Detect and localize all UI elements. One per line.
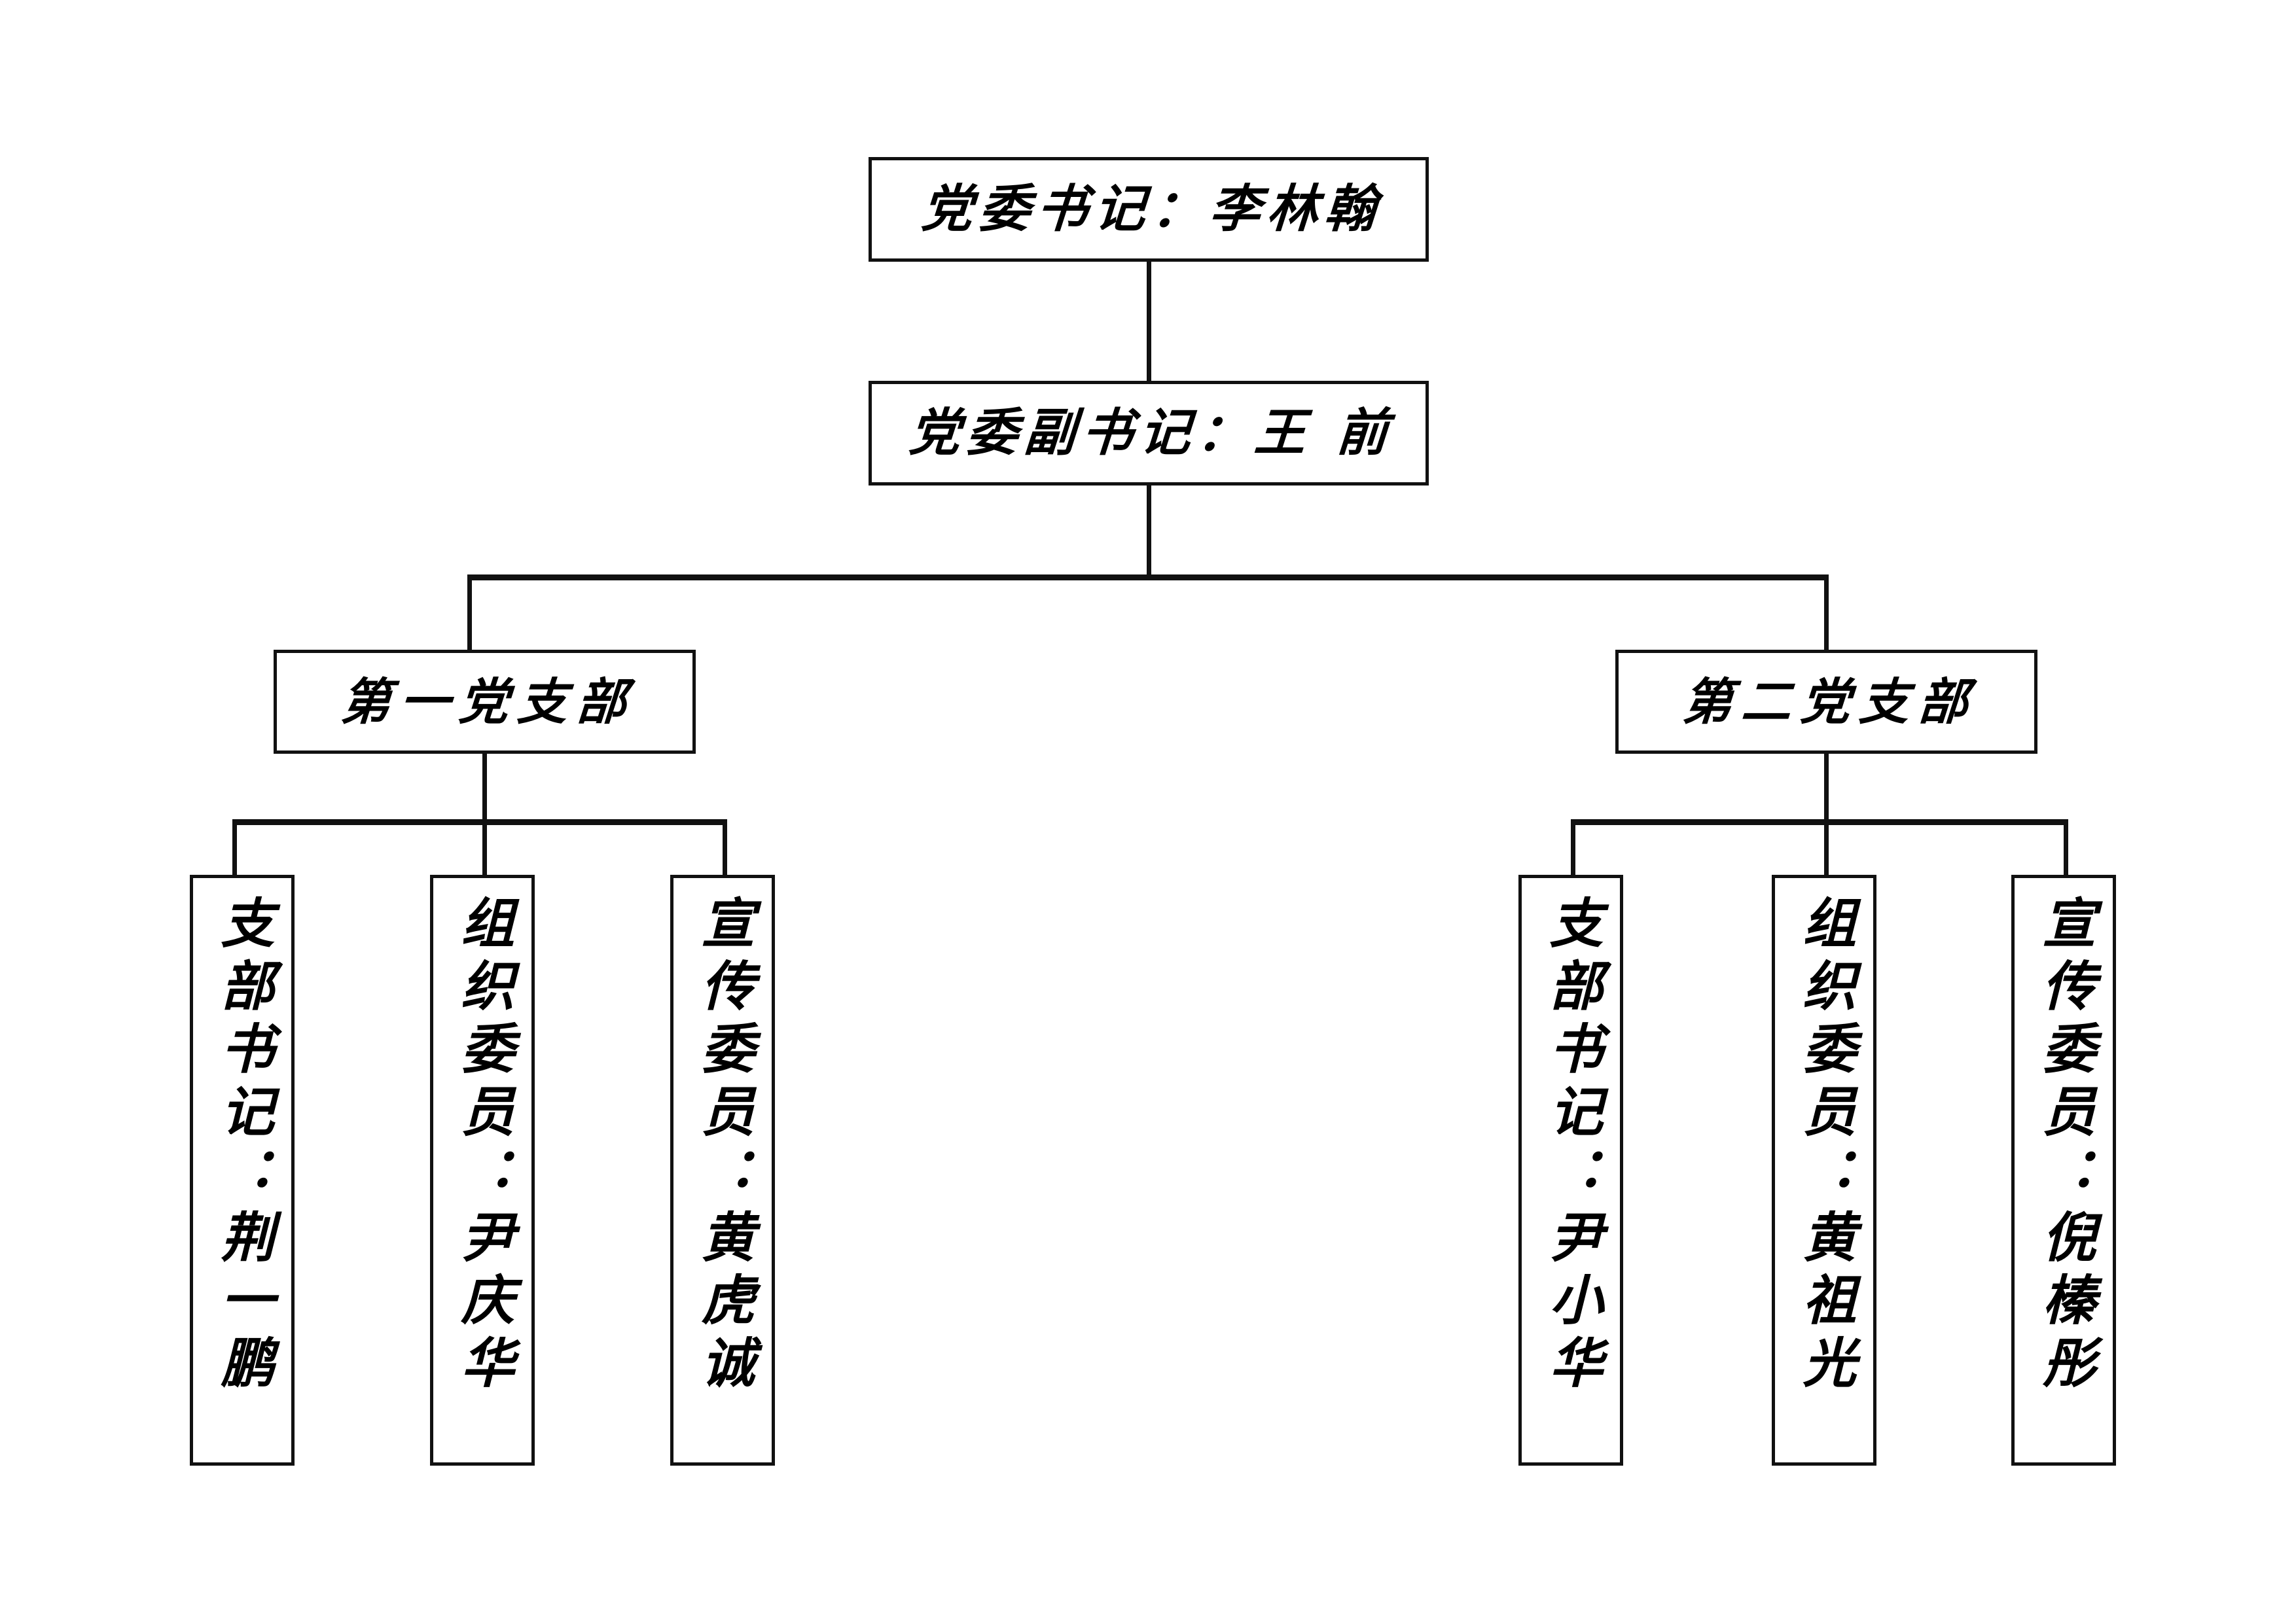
node-branch-first-label: 第一党支部 <box>338 672 637 731</box>
node-branch2-organization[interactable]: 组织委员：黄祖光 <box>1772 875 1876 1466</box>
node-party-secretary[interactable]: 党委书记：李林翰 <box>869 157 1429 262</box>
connector-right-drop-1 <box>1571 819 1575 877</box>
connector-right-drop-3 <box>2064 819 2068 877</box>
connector-left-drop-1 <box>232 819 237 877</box>
node-party-secretary-label: 党委书记：李林翰 <box>919 179 1385 239</box>
connector-left-branch-stem <box>482 752 487 823</box>
connector-left-drop-2 <box>482 819 487 877</box>
node-branch2-organization-label: 组织委员：黄祖光 <box>1793 895 1856 1398</box>
connector-left-drop-3 <box>723 819 727 877</box>
connector-right-sub-bus <box>1571 819 2068 825</box>
node-branch1-publicity[interactable]: 宣传委员：黄虎诚 <box>670 875 775 1466</box>
node-branch2-publicity[interactable]: 宣传委员：倪榛彤 <box>2011 875 2116 1466</box>
connector-left-sub-bus <box>232 819 727 825</box>
node-branch-first[interactable]: 第一党支部 <box>274 650 696 754</box>
connector-right-branch-stem <box>1824 752 1829 823</box>
connector-right-drop-2 <box>1824 819 1829 877</box>
node-branch1-secretary[interactable]: 支部书记：荆一鹏 <box>190 875 295 1466</box>
node-branch-second[interactable]: 第二党支部 <box>1615 650 2037 754</box>
node-branch1-publicity-label: 宣传委员：黄虎诚 <box>691 895 755 1398</box>
node-deputy-secretary-label: 党委副书记：王 前 <box>907 403 1397 463</box>
node-branch1-organization[interactable]: 组织委员：尹庆华 <box>430 875 535 1466</box>
node-deputy-secretary[interactable]: 党委副书记：王 前 <box>869 381 1429 485</box>
connector-top-to-deputy <box>1147 260 1151 382</box>
node-branch1-secretary-label: 支部书记：荆一鹏 <box>211 895 274 1398</box>
connector-deputy-stem <box>1147 484 1151 578</box>
node-branch2-secretary[interactable]: 支部书记：尹小华 <box>1518 875 1623 1466</box>
node-branch2-publicity-label: 宣传委员：倪榛彤 <box>2032 895 2096 1398</box>
connector-main-bus <box>467 574 1829 580</box>
node-branch-second-label: 第二党支部 <box>1680 672 1979 731</box>
connector-drop-branch-right <box>1824 574 1829 651</box>
node-branch1-organization-label: 组织委员：尹庆华 <box>451 895 514 1398</box>
node-branch2-secretary-label: 支部书记：尹小华 <box>1539 895 1603 1398</box>
connector-drop-branch-left <box>467 574 472 651</box>
